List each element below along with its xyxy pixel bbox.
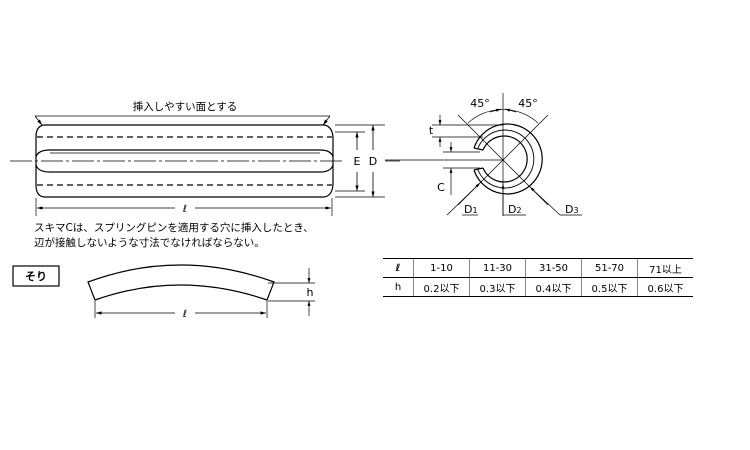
table-cell: 0.2以下 <box>413 277 470 297</box>
slot-edge-top <box>35 149 334 158</box>
outer-ring <box>473 123 543 195</box>
camber-spec-table: ℓ 1-10 11-30 31-50 51-70 71以上 h 0.2以下 0.… <box>383 258 693 297</box>
table-cell: 11-30 <box>469 258 526 278</box>
table-header-row: ℓ 1-10 11-30 31-50 51-70 71以上 <box>383 258 693 278</box>
d-label: D <box>369 155 377 168</box>
table-cell: 0.5以下 <box>581 277 638 297</box>
middle-ring <box>477 129 535 189</box>
pin-side-view <box>10 115 400 216</box>
length-label: ℓ <box>183 204 187 215</box>
d3-label: D3 <box>565 203 579 216</box>
table-cell: h <box>383 277 414 297</box>
d2-label: D2 <box>508 203 522 216</box>
table-cell: 51-70 <box>581 258 638 278</box>
c-label: C <box>437 181 445 194</box>
table-cell: 71以上 <box>637 258 693 278</box>
slot-edge-bottom <box>35 164 334 173</box>
camber-length-label: ℓ <box>183 309 187 320</box>
camber-title: そり <box>25 270 47 283</box>
table-cell: 0.3以下 <box>469 277 526 297</box>
surface-note: 挿入しやすい面とする <box>133 100 238 113</box>
camber-title-box <box>12 265 60 287</box>
t-label: t <box>429 124 434 137</box>
h-label: h <box>307 286 314 299</box>
table-row: h 0.2以下 0.3以下 0.4以下 0.5以下 0.6以下 <box>383 277 693 297</box>
camber-outline <box>87 264 275 301</box>
inner-ring <box>482 135 528 183</box>
table-cell: 1-10 <box>413 258 470 278</box>
table-cell: 0.6以下 <box>637 277 693 297</box>
table-cell: 0.4以下 <box>525 277 582 297</box>
angle-arc <box>467 109 539 124</box>
note-line-2: 辺が接触しないような寸法でなければならない。 <box>34 237 265 249</box>
e-label: E <box>354 155 361 168</box>
pin-outline <box>35 124 334 198</box>
table-cell: ℓ <box>383 258 414 278</box>
note-line-1: スキマCは、スプリングピンを適用する穴に挿入したとき、 <box>34 222 314 234</box>
angle-right-label: 45° <box>518 97 538 110</box>
angle-left-label: 45° <box>470 97 490 110</box>
camber-view <box>87 264 315 318</box>
d1-label: D1 <box>464 203 478 216</box>
table-cell: 31-50 <box>525 258 582 278</box>
pin-section-view <box>385 93 582 216</box>
